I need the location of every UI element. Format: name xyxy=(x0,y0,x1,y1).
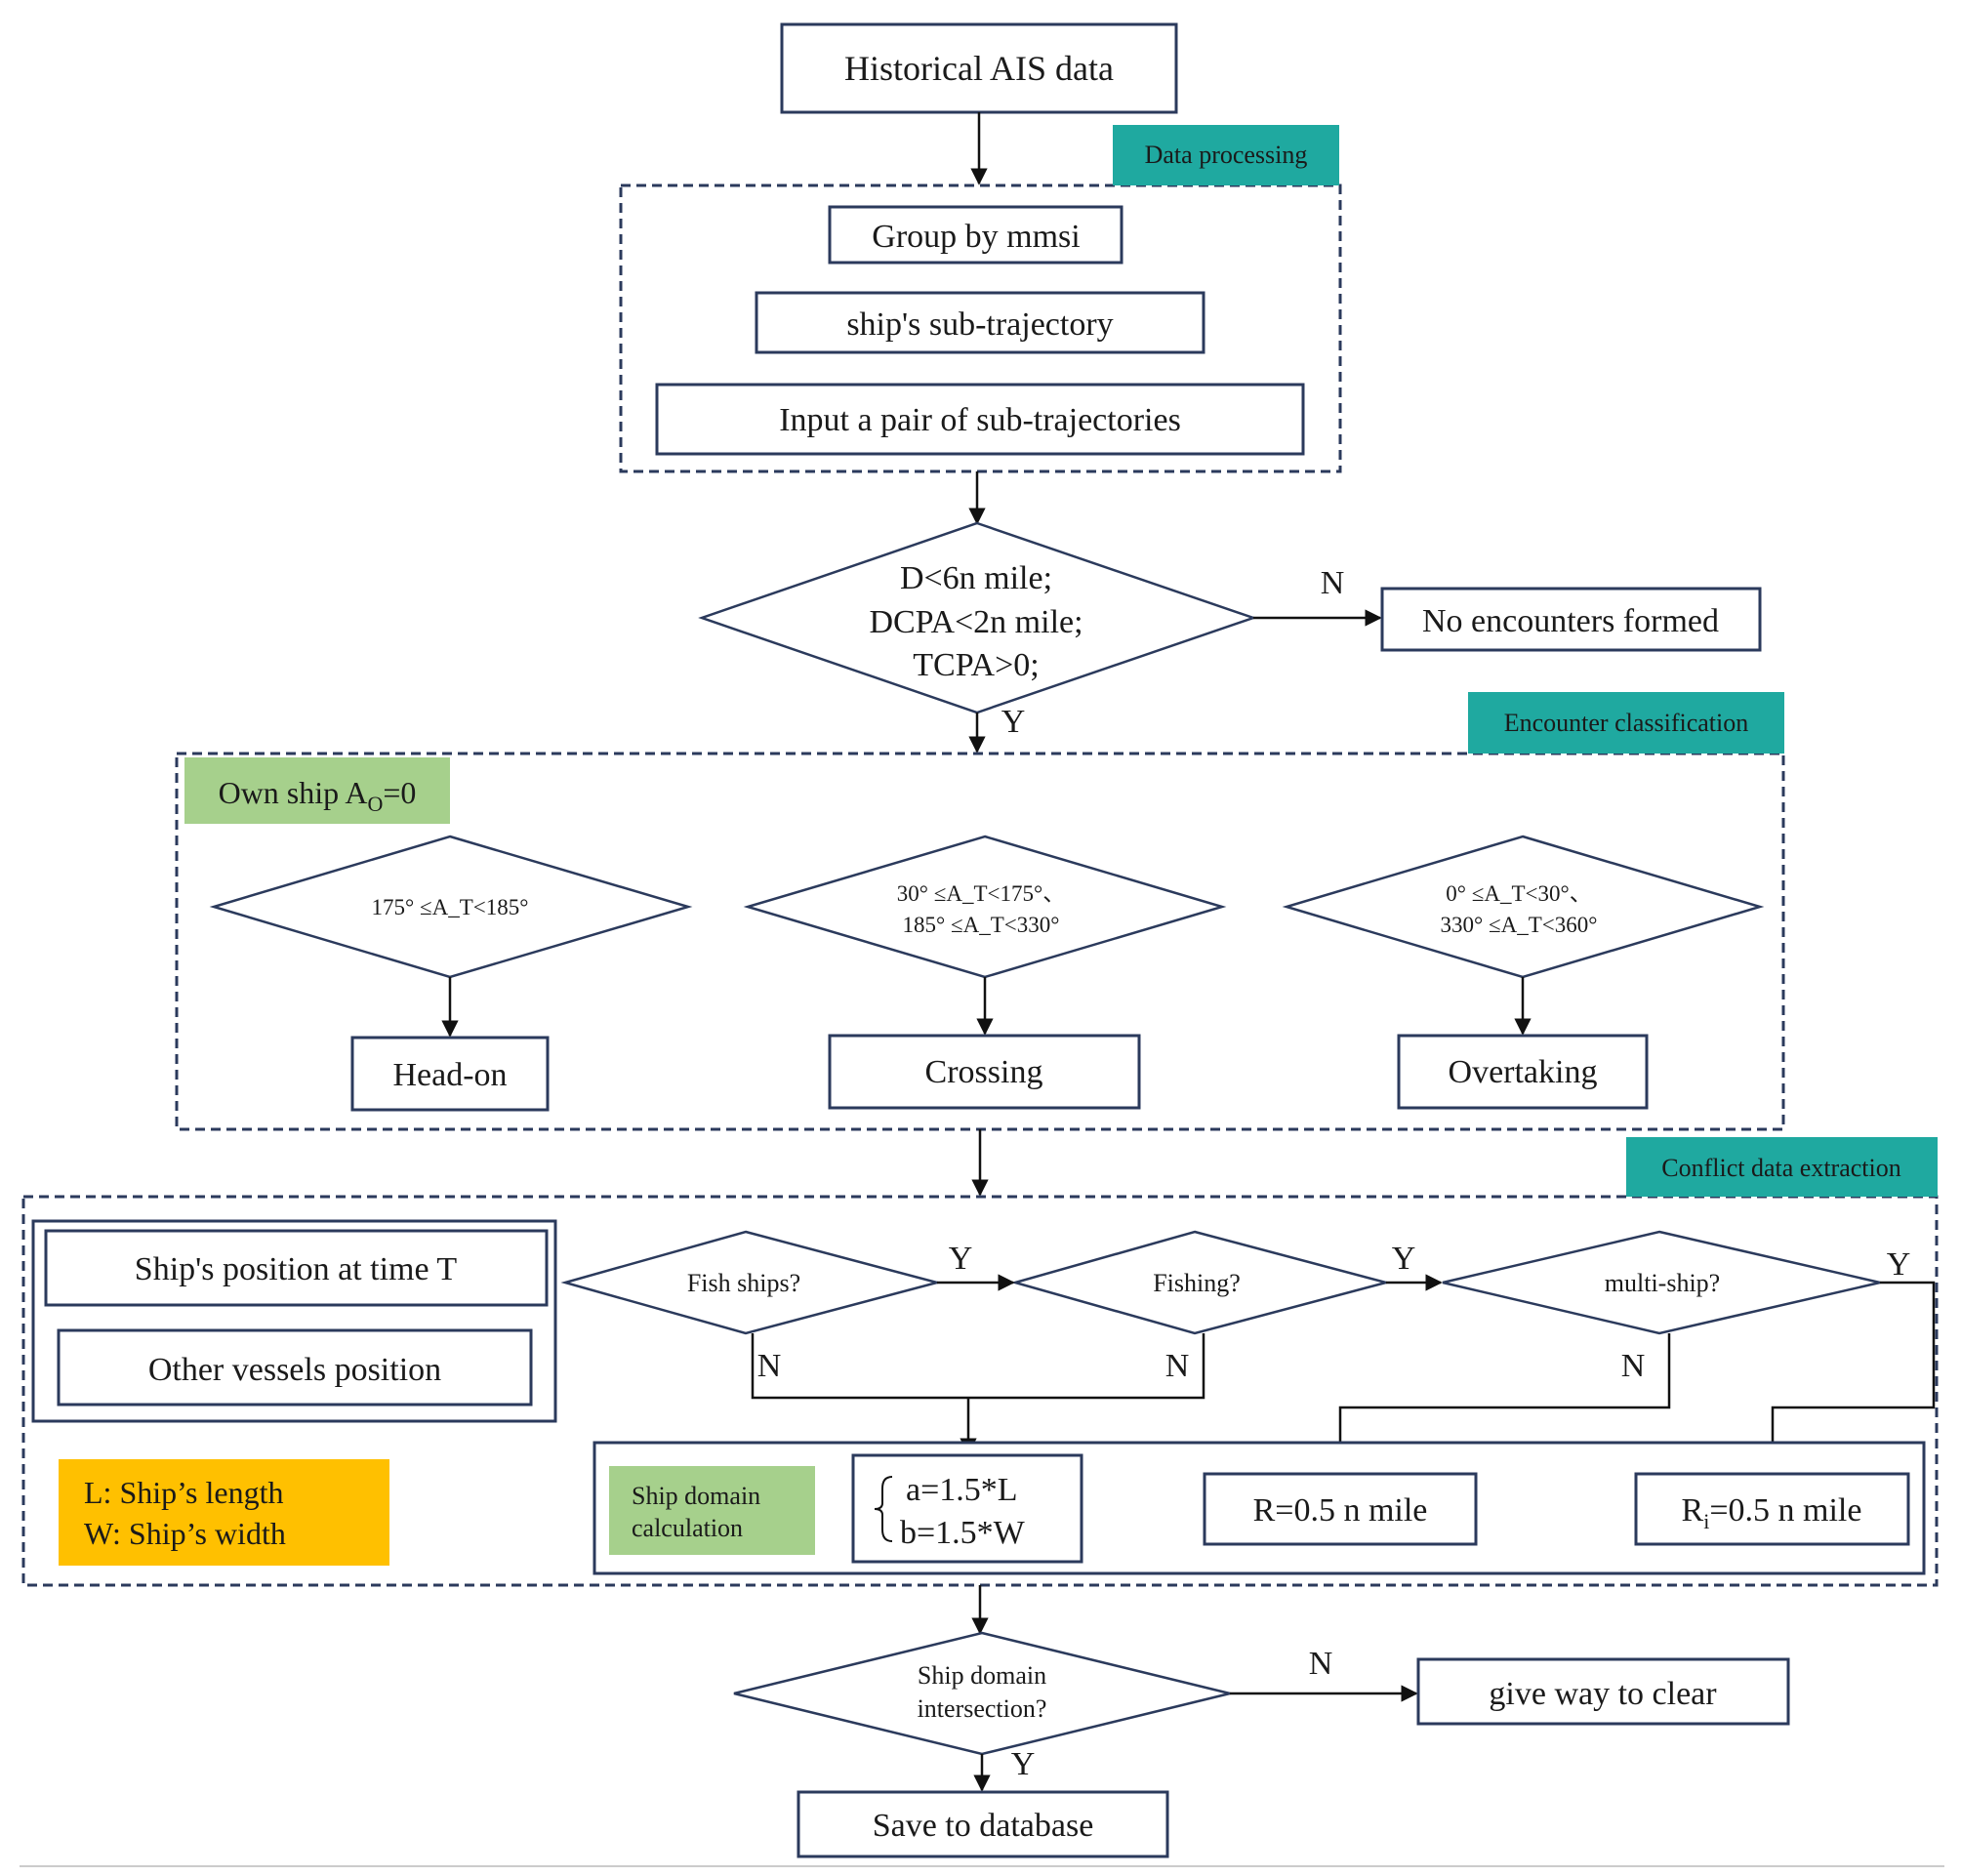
input-pair-label: Input a pair of sub-trajectories xyxy=(779,402,1181,438)
intersection-no-label: N xyxy=(1309,1646,1333,1682)
sub-trajectory-box xyxy=(755,291,1205,354)
intersection-yes-label: Y xyxy=(1011,1746,1036,1782)
head-on-box xyxy=(350,1036,550,1112)
ship-domain-calc-line-2: calculation xyxy=(632,1514,743,1542)
encounter-check-line-3: TCPA>0; xyxy=(913,647,1039,683)
connector-multi-yes xyxy=(1764,1281,1936,1474)
fish-yes-label: Y xyxy=(949,1241,973,1277)
fishing-diamond xyxy=(1010,1230,1391,1335)
overtaking-label: Overtaking xyxy=(1449,1054,1598,1090)
formula-box xyxy=(851,1453,1083,1564)
domain-intersection-line-1: Ship domain xyxy=(918,1661,1046,1690)
other-vessels-box xyxy=(57,1328,533,1407)
data-processing-frame xyxy=(619,184,1342,473)
overtaking-condition-line-2: 330° ≤A_T<360° xyxy=(1441,913,1598,937)
fishing-yes-label: Y xyxy=(1392,1241,1416,1277)
domain-intersection-line-2: intersection? xyxy=(918,1694,1047,1723)
save-db-box xyxy=(797,1790,1169,1858)
encounter-check-line-1: D<6n mile; xyxy=(900,560,1052,596)
legend-box xyxy=(59,1459,389,1566)
crossing-box xyxy=(828,1034,1141,1110)
data-processing-tag xyxy=(1113,125,1339,185)
overtaking-box xyxy=(1397,1034,1649,1110)
no-encounters-box xyxy=(1380,587,1762,652)
fish-no-label: N xyxy=(757,1348,782,1384)
overtaking-condition-diamond xyxy=(1282,835,1765,979)
formula-brace xyxy=(874,1476,893,1542)
check-yes-label: Y xyxy=(1001,704,1026,740)
data-processing-tag-label: Data processing xyxy=(1145,141,1308,169)
formula-line-2: b=1.5*W xyxy=(900,1515,1026,1551)
crossing-condition-diamond xyxy=(743,835,1227,979)
encounter-check-line-2: DCPA<2n mile; xyxy=(869,604,1083,640)
conflict-extraction-tag xyxy=(1626,1137,1938,1197)
conflict-extraction-tag-label: Conflict data extraction xyxy=(1661,1154,1900,1182)
encounter-classification-tag xyxy=(1468,692,1784,754)
ship-domain-calc-line-1: Ship domain xyxy=(632,1482,760,1510)
own-ship-label: Own ship AO=0 xyxy=(219,775,417,816)
head-on-label: Head-on xyxy=(392,1057,507,1093)
sub-trajectory-label: ship's sub-trajectory xyxy=(846,306,1113,343)
historical-ais-label: Historical AIS data xyxy=(844,49,1114,88)
other-vessels-label: Other vessels position xyxy=(148,1352,441,1388)
no-encounters-label: No encounters formed xyxy=(1422,603,1719,639)
encounter-classification-tag-label: Encounter classification xyxy=(1504,709,1749,737)
legend-line-width: W: Ship’s width xyxy=(84,1516,286,1551)
overtaking-condition-line-1: 0° ≤A_T<30°、 xyxy=(1446,881,1591,906)
connector-fish-fishing-no xyxy=(751,1333,1205,1400)
r-multi-label: Ri=0.5 n mile xyxy=(1682,1492,1862,1533)
multi-yes-label: Y xyxy=(1887,1246,1911,1283)
connector-multi-no xyxy=(1331,1333,1671,1474)
give-way-box xyxy=(1416,1657,1790,1726)
save-db-label: Save to database xyxy=(873,1808,1094,1844)
formula-line-1: a=1.5*L xyxy=(906,1472,1018,1508)
fish-ships-label: Fish ships? xyxy=(687,1269,800,1297)
crossing-condition-line-2: 185° ≤A_T<330° xyxy=(903,913,1060,937)
head-on-condition-label: 175° ≤A_T<185° xyxy=(372,895,529,919)
ship-position-label: Ship's position at time T xyxy=(135,1251,458,1287)
r-single-box xyxy=(1203,1472,1478,1546)
give-way-label: give way to clear xyxy=(1489,1676,1717,1712)
check-no-label: N xyxy=(1321,565,1345,601)
r-multi-box xyxy=(1634,1472,1910,1546)
group-by-mmsi-label: Group by mmsi xyxy=(872,219,1080,255)
multi-no-label: N xyxy=(1621,1348,1646,1384)
multi-ship-label: multi-ship? xyxy=(1605,1269,1720,1297)
historical-ais-box xyxy=(780,22,1178,114)
crossing-condition-line-1: 30° ≤A_T<175°、 xyxy=(897,881,1065,906)
crossing-label: Crossing xyxy=(925,1054,1043,1090)
fishing-no-label: N xyxy=(1165,1348,1190,1384)
ship-domain-calc-badge xyxy=(609,1466,815,1555)
group-by-mmsi-box xyxy=(828,205,1123,265)
multi-ship-diamond xyxy=(1442,1230,1881,1335)
own-ship-badge xyxy=(184,757,450,824)
domain-intersection-diamond xyxy=(733,1631,1231,1756)
fish-ships-diamond xyxy=(560,1230,942,1335)
r-single-label: R=0.5 n mile xyxy=(1253,1492,1428,1529)
fishing-label: Fishing? xyxy=(1153,1269,1241,1297)
input-pair-box xyxy=(655,383,1305,456)
ship-position-box xyxy=(44,1229,549,1307)
legend-line-length: L: Ship’s length xyxy=(84,1475,283,1510)
